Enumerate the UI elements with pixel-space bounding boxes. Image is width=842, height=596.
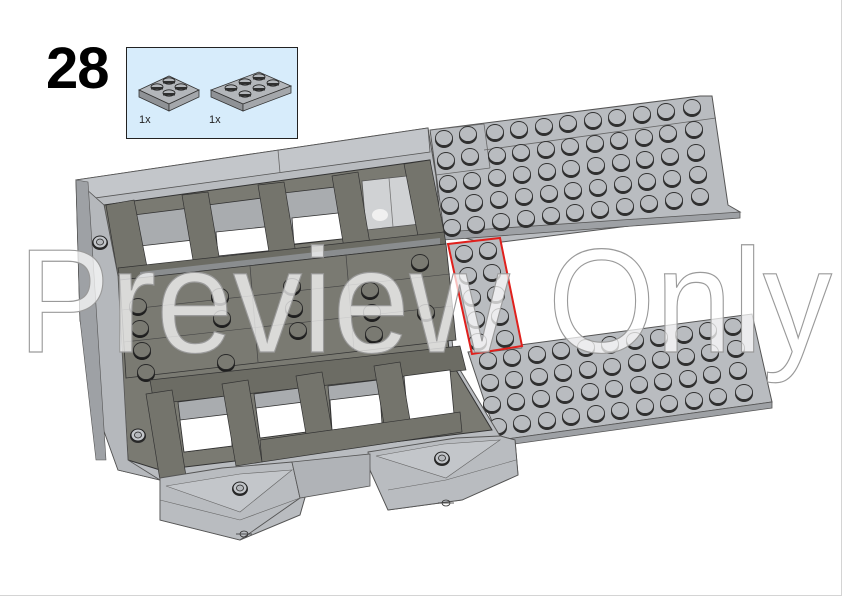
main-base <box>75 127 519 541</box>
parts-callout: 1x 1x <box>126 47 298 139</box>
part-quantity: 1x <box>139 114 151 126</box>
upper-stud-plate <box>429 95 742 245</box>
lower-stud-plate <box>467 313 773 447</box>
new-part-highlight <box>446 236 524 356</box>
plate-2x2-icon <box>138 75 200 112</box>
plate-2x3-icon <box>209 71 293 112</box>
axle-hole-icon <box>236 530 252 538</box>
axle-hole-icon <box>438 499 454 507</box>
step-number: 28 <box>46 36 110 101</box>
part-quantity: 1x <box>209 114 221 126</box>
